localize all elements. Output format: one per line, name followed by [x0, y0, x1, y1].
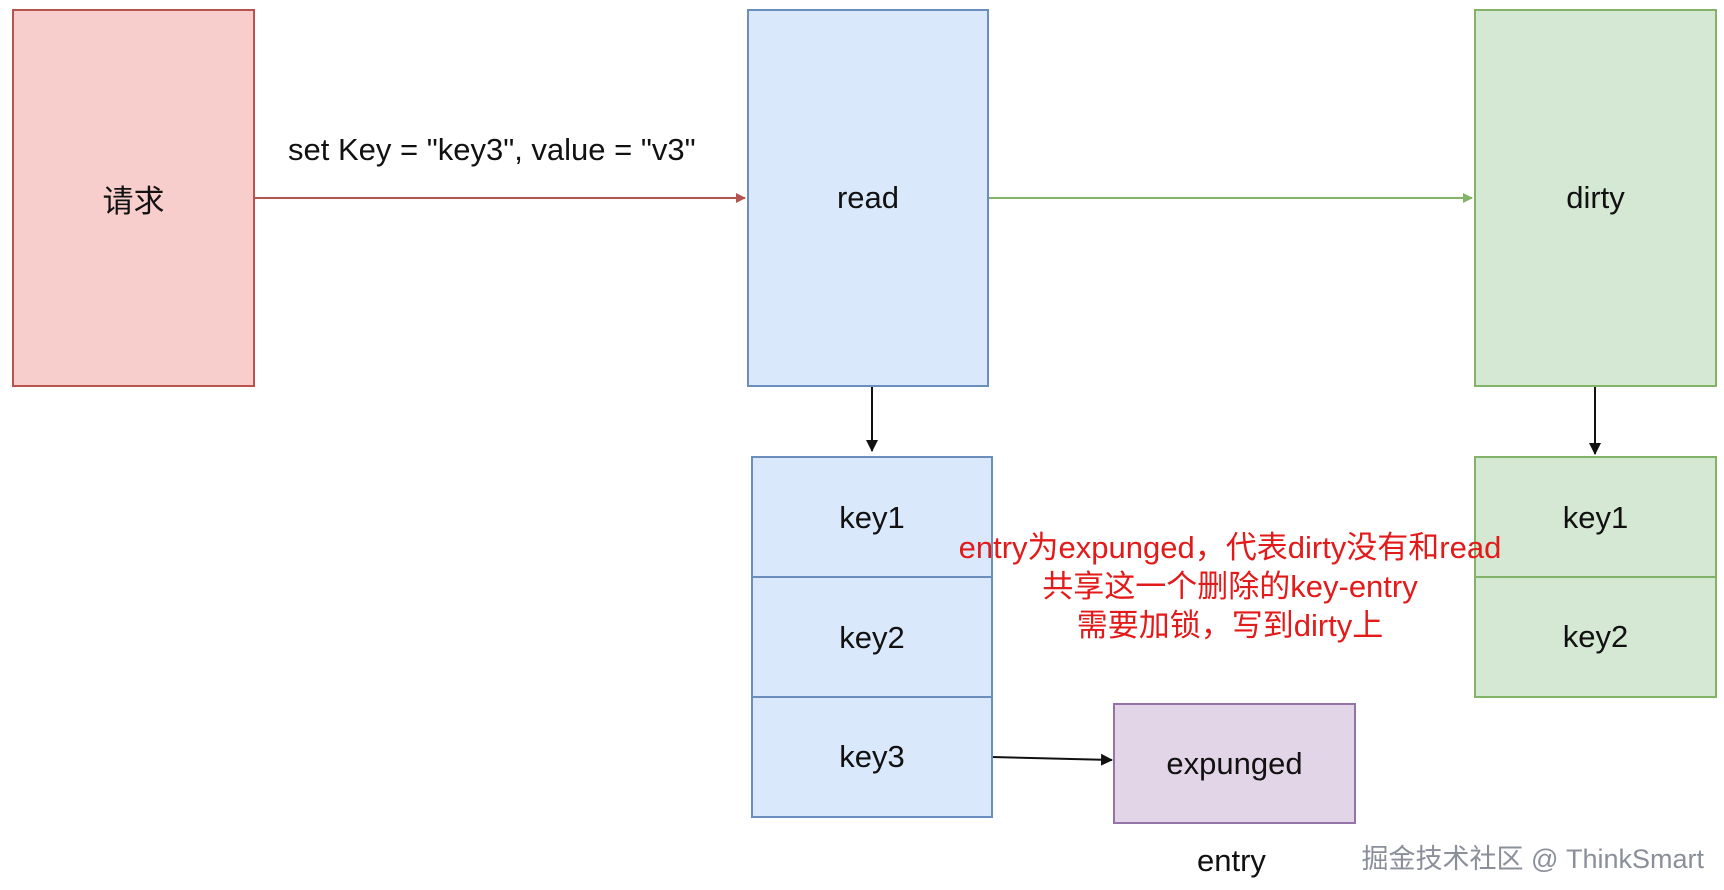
read-key-label: key2	[839, 620, 905, 655]
read-key-label: key3	[839, 739, 905, 774]
dirty-key-label: key1	[1562, 500, 1629, 535]
request-node: 请求	[12, 9, 255, 387]
annotation-note: entry为expunged，代表dirty没有和read 共享这一个删除的ke…	[930, 528, 1530, 645]
arrow-key3-to-expunged	[991, 753, 1113, 766]
read-label: read	[836, 180, 900, 215]
expunged-label: expunged	[1166, 745, 1303, 781]
dirty-label: dirty	[1566, 180, 1625, 215]
read-key-cell: key2	[751, 576, 993, 698]
entry-label: entry	[1197, 843, 1266, 878]
read-key-cell: key1	[751, 456, 993, 578]
dirty-key-label: key2	[1562, 619, 1629, 654]
dirty-key-cell: key2	[1474, 576, 1717, 698]
dirty-node: dirty	[1474, 9, 1717, 387]
dirty-key-cell: key1	[1474, 456, 1717, 578]
watermark: 掘金技术社区 @ ThinkSmart	[1361, 844, 1704, 874]
note-line: 共享这一个删除的key-entry	[1042, 569, 1418, 604]
set-edge-label: set Key = "key3", value = "v3"	[288, 132, 696, 167]
read-key-label: key1	[839, 500, 905, 535]
read-key-cell: key3	[751, 696, 993, 818]
note-line: 需要加锁，写到dirty上	[1076, 608, 1384, 643]
read-node: read	[747, 9, 989, 387]
note-line: entry为expunged，代表dirty没有和read	[958, 530, 1502, 565]
request-label: 请求	[102, 183, 165, 219]
expunged-node: expunged	[1113, 703, 1356, 824]
